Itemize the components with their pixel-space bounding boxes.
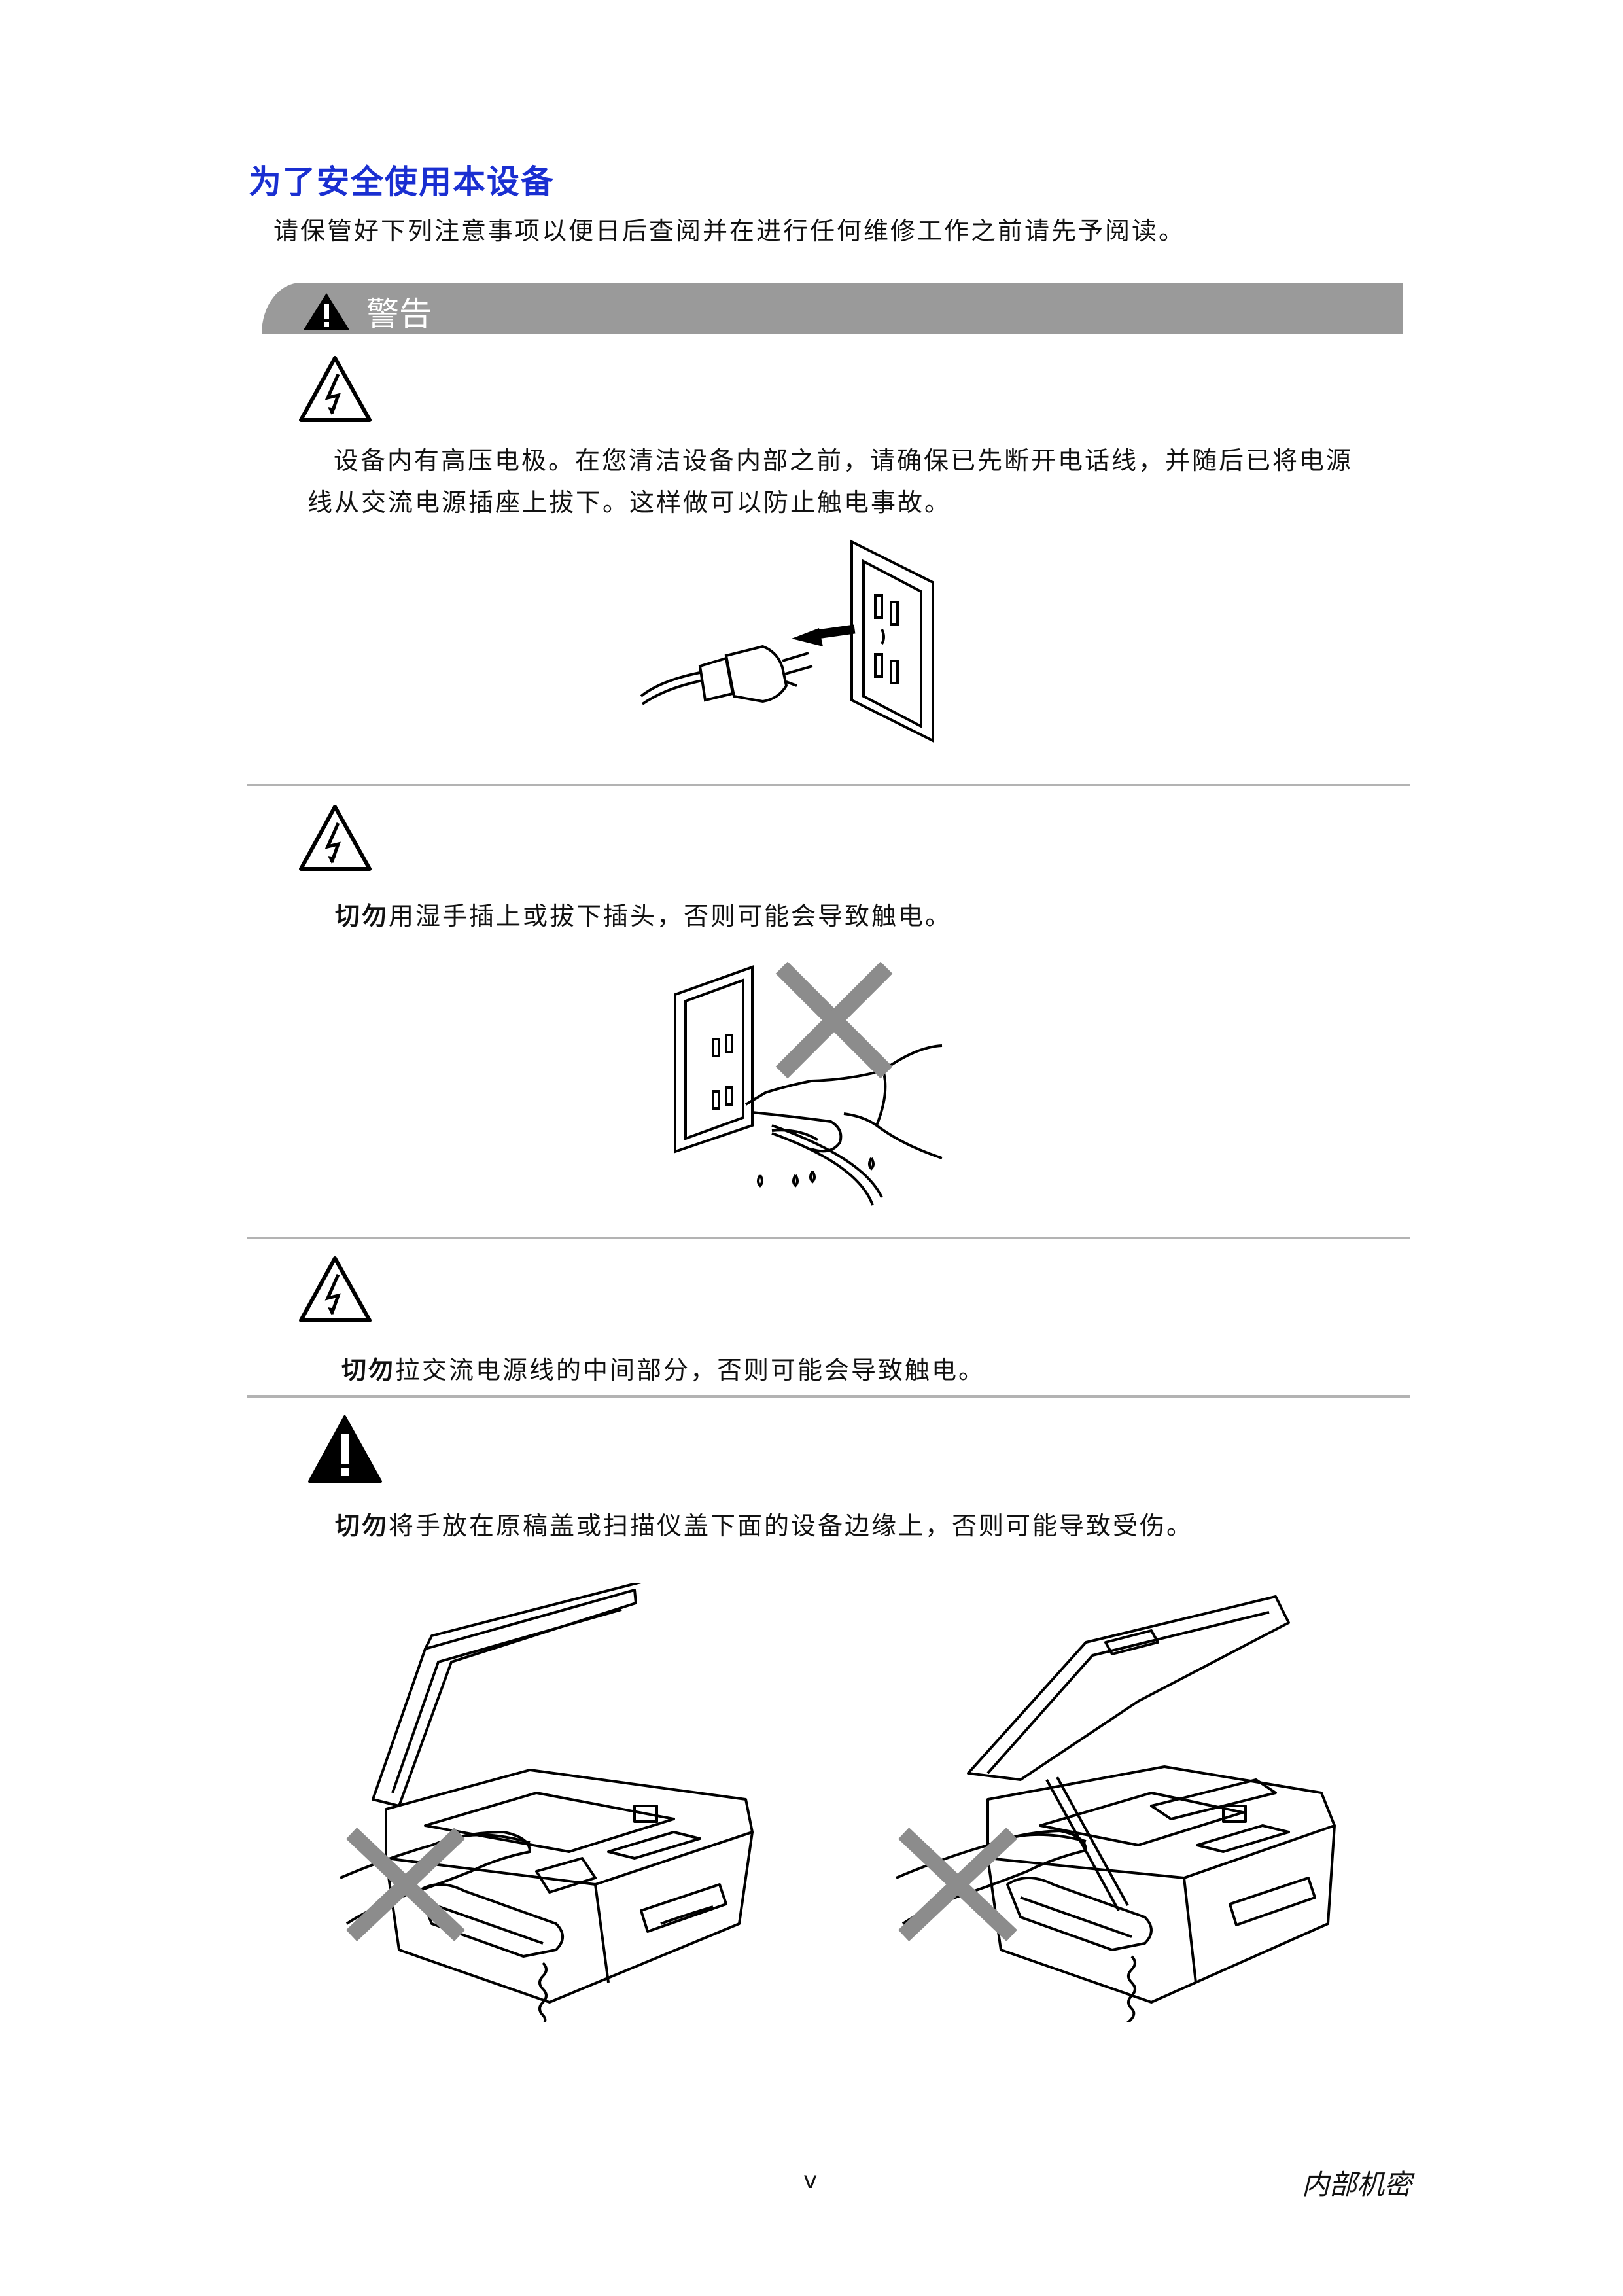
printer-scanner-cover-illustration — [896, 1595, 1336, 2022]
intro-text: 请保管好下列注意事项以便日后查阅并在进行任何维修工作之前请先予阅读。 — [273, 217, 1186, 245]
electric-shock-icon — [299, 1256, 372, 1322]
confidential-label: 内部机密 — [1302, 2168, 1412, 2200]
item-1-line-1: 设备内有高压电极。在您清洁设备内部之前，请确保已先断开电话线，并随后已将电源 — [334, 446, 1353, 475]
page-title: 为了安全使用本设备 — [249, 163, 555, 201]
caution-exclamation-icon — [308, 1415, 382, 1483]
page-number: v — [803, 2167, 818, 2194]
section-divider — [247, 1237, 1410, 1239]
item-4-text: 切勿将手放在原稿盖或扫描仪盖下面的设备边缘上，否则可能导致受伤。 — [335, 1511, 1194, 1540]
item-2-text: 切勿用湿手插上或拔下插头，否则可能会导致触电。 — [335, 902, 952, 930]
wet-hands-illustration — [674, 962, 943, 1206]
warning-label: 警告 — [366, 295, 432, 333]
warning-triangle-icon — [304, 293, 349, 330]
item-3-text: 切勿拉交流电源线的中间部分，否则可能会导致触电。 — [341, 1356, 986, 1385]
electric-shock-icon — [299, 805, 372, 871]
section-divider — [247, 784, 1410, 786]
unplug-illustration — [640, 539, 934, 743]
warning-header-bar: 警告 — [262, 283, 1403, 334]
item-1-line-2: 线从交流电源插座上拔下。这样做可以防止触电事故。 — [307, 488, 952, 517]
printer-document-cover-illustration — [340, 1583, 754, 2022]
section-divider — [247, 1395, 1410, 1398]
electric-shock-icon — [299, 356, 372, 422]
